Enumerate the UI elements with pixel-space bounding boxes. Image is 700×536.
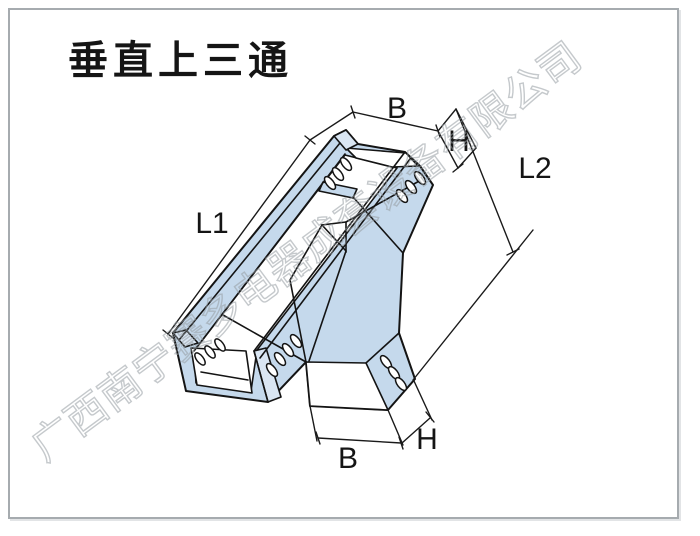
- dim-label-h-top: H: [448, 125, 470, 158]
- dim-label-l1: L1: [195, 207, 228, 240]
- dim-label-l2: L2: [518, 152, 551, 185]
- dimension-lines: [162, 105, 534, 450]
- dim-label-h-bottom: H: [416, 423, 438, 456]
- near-opening: [190, 347, 253, 394]
- near-left-lip-tip: [172, 329, 199, 348]
- far-lip-tip: [333, 129, 359, 151]
- page-title: 垂直上三通: [68, 39, 293, 83]
- dim-label-b-bottom: B: [338, 442, 358, 475]
- slot-holes: [194, 156, 427, 392]
- body-edge-lines: [178, 142, 422, 403]
- dim-label-b-top: B: [387, 92, 407, 125]
